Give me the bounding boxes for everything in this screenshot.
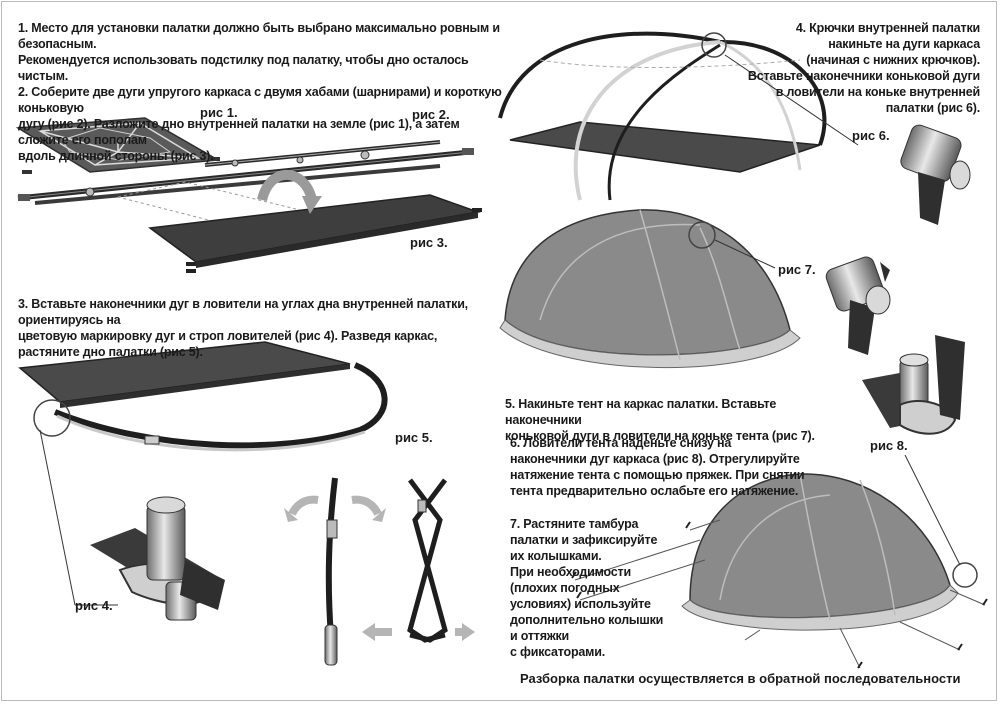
fig4-clip-closeup bbox=[90, 496, 225, 621]
step-3-text: 3. Вставьте наконечники дуг в ловители н… bbox=[18, 296, 498, 360]
step-line: цветовую маркировку дуг и строп ловителе… bbox=[18, 329, 438, 359]
step-line: Рекомендуется использовать подстилку под… bbox=[18, 53, 469, 83]
fig4-floor-pole-drawing bbox=[18, 341, 388, 606]
step-line: дополнительно колышки bbox=[510, 613, 664, 627]
step-line: палатки и зафиксируйте bbox=[510, 533, 658, 547]
step-line: 4. Крючки внутренней палатки bbox=[795, 21, 980, 35]
step-line: 2. Соберите две дуги упругого каркаса с … bbox=[18, 85, 502, 115]
step-line: (начиная с нижних крючков). bbox=[806, 53, 980, 67]
fig6-label: рис 6. bbox=[852, 128, 890, 143]
step-7-text: 7. Растяните тамбура палатки и зафиксиру… bbox=[510, 516, 680, 660]
fig3-label: рис 3. bbox=[410, 235, 448, 250]
step-line: 7. Растяните тамбура bbox=[510, 517, 639, 531]
step-line: (плохих погодных bbox=[510, 581, 620, 595]
fig1-groundsheet-drawing bbox=[15, 117, 221, 174]
step-line: вдоль длинной стороны (рис 3). bbox=[18, 149, 214, 163]
step-line: коньковой дуги в ловители на коньке тент… bbox=[505, 429, 815, 443]
step-4-text: 4. Крючки внутренней палатки накиньте на… bbox=[740, 20, 980, 116]
step-1-2-text: 1. Место для установки палатки должно бы… bbox=[18, 20, 508, 164]
fig4-label: рис 4. bbox=[75, 598, 113, 613]
step-line: с фиксаторами. bbox=[510, 645, 605, 659]
step-line: 3. Вставьте наконечники дуг в ловители н… bbox=[18, 297, 468, 327]
step-line: дугу (рис 2). Разложите дно внутренней п… bbox=[18, 117, 460, 147]
step-line: наконечники дуг каркаса (рис 8). Отрегул… bbox=[510, 452, 800, 466]
step-line: натяжение тента с помощью пряжек. При сн… bbox=[510, 468, 805, 482]
fig5-poles-flex-drawing bbox=[284, 477, 475, 666]
step-6-text: 6. Ловители тента наденьте снизу на нако… bbox=[510, 435, 840, 499]
fig8-label: рис 8. bbox=[870, 438, 908, 453]
fig5-label: рис 5. bbox=[395, 430, 433, 445]
step-5-text: 5. Накиньте тент на каркас палатки. Вста… bbox=[505, 396, 835, 444]
step-line: тента предварительно ослабьте его натяже… bbox=[510, 484, 799, 498]
step-line: палатки (рис 6). bbox=[885, 101, 980, 115]
step-line: 5. Накиньте тент на каркас палатки. Вста… bbox=[505, 397, 777, 427]
fig6-frame-drawing bbox=[498, 31, 859, 201]
fig7-label: рис 7. bbox=[778, 262, 816, 277]
fig3-folded-floor-drawing bbox=[117, 169, 482, 273]
step-line: Вставьте наконечники коньковой дуги bbox=[747, 69, 980, 83]
fig6-ridge-clip-closeup bbox=[900, 124, 971, 225]
step-line: их колышками. bbox=[510, 549, 602, 563]
disassembly-note: Разборка палатки осуществляется в обратн… bbox=[520, 671, 961, 686]
fig8-pitched-tent-drawing bbox=[571, 454, 988, 669]
fig2-label: рис 2. bbox=[412, 107, 450, 122]
step-line: 6. Ловители тента наденьте снизу на bbox=[510, 436, 732, 450]
fig2-poles-drawing bbox=[17, 140, 474, 205]
fig1-label: рис 1. bbox=[200, 105, 238, 120]
step-line: и оттяжки bbox=[510, 629, 570, 643]
step-line: условиях) используйте bbox=[510, 597, 651, 611]
step-line: При необходимости bbox=[510, 565, 631, 579]
fig7-tent-fly-drawing bbox=[499, 209, 801, 369]
step-line: накиньте на дуги каркаса bbox=[828, 37, 980, 51]
fig7-fly-clip-closeup bbox=[825, 256, 891, 355]
fig8-fly-buckle-closeup bbox=[862, 335, 965, 435]
step-line: 1. Место для установки палатки должно бы… bbox=[18, 21, 500, 51]
step-line: в ловители на коньке внутренней bbox=[775, 85, 981, 99]
